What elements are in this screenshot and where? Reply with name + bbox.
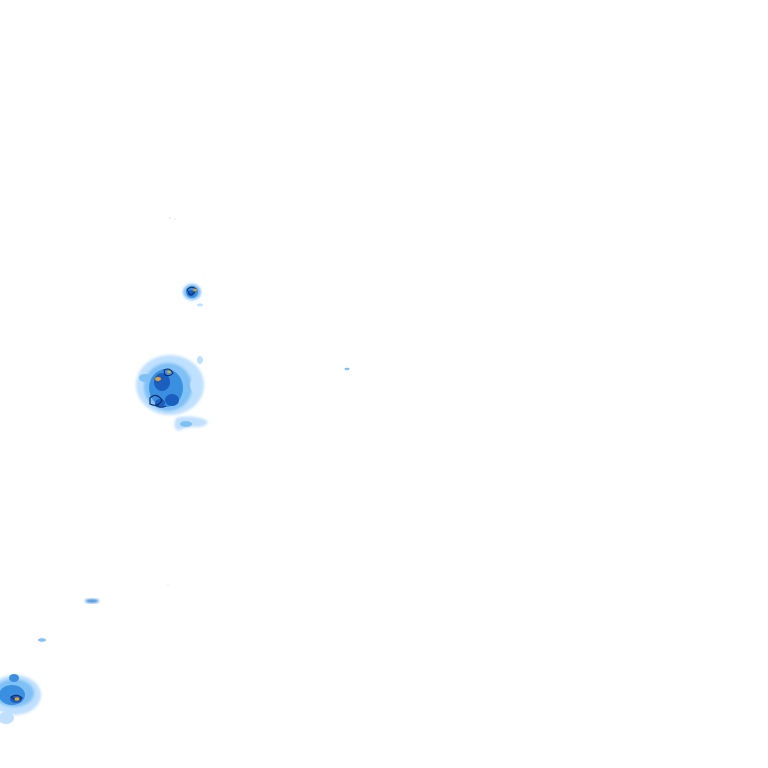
- echo-core: [14, 697, 20, 701]
- echo-central-storm: [136, 355, 204, 415]
- echo-southwest-cluster: [0, 674, 41, 724]
- echo-northern-cell: [183, 284, 203, 307]
- echo-core: [167, 370, 171, 374]
- echo-southwest-fragment: [38, 638, 46, 642]
- echo-isolated-speck: [344, 367, 350, 371]
- faint-echoes: [167, 217, 176, 586]
- echo-core: [193, 288, 197, 292]
- echo-core: [155, 377, 161, 381]
- echo-western-streak: [85, 599, 99, 603]
- echo-central-storm-tail: [174, 416, 208, 431]
